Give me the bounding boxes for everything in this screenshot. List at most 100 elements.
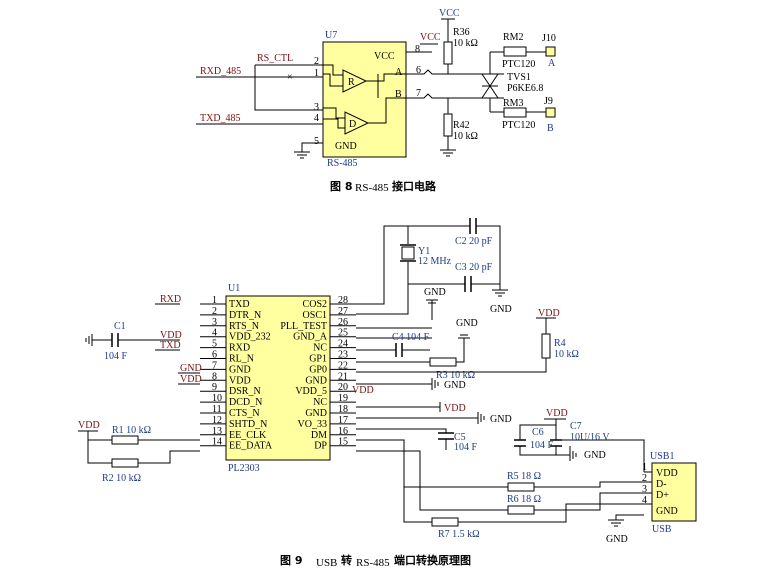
pl2303-right-pin-name: DP bbox=[314, 441, 327, 452]
r36-value: 10 kΩ bbox=[453, 38, 478, 49]
pl2303-chip-body bbox=[225, 295, 331, 461]
pl2303-left-pin-name: DCD_N bbox=[229, 397, 262, 408]
gnd-crystal: GND bbox=[490, 304, 512, 315]
fig9-caption-a: USB bbox=[316, 557, 337, 569]
pl2303-right-pin-number: 16 bbox=[338, 426, 348, 437]
pl2303-right-pin-name: OSC1 bbox=[303, 310, 327, 321]
pl2303-right-pin-number: 17 bbox=[338, 415, 348, 426]
c1-ref: C1 bbox=[114, 321, 126, 332]
pl2303-left-pin-number: 2 bbox=[212, 306, 217, 317]
pl2303-left-pin-name: RTS_N bbox=[229, 321, 259, 332]
pl2303-right-pin-number: 26 bbox=[338, 317, 348, 328]
ptc-rm3 bbox=[503, 107, 527, 118]
pl2303-right-pin-number: 25 bbox=[338, 328, 348, 339]
pl2303-right-pin-number: 22 bbox=[338, 360, 348, 371]
u7-pin-4: 4 bbox=[314, 113, 319, 124]
c6-ref: C6 bbox=[532, 427, 544, 438]
c5-ref: C5 bbox=[454, 432, 466, 443]
gnd-pin18: GND bbox=[490, 414, 512, 425]
rm2-value: PTC120 bbox=[502, 59, 535, 70]
pl2303-left-pin-name: EE_CLK bbox=[229, 430, 267, 441]
pl2303-right-pin-name: PLL_TEST bbox=[280, 321, 327, 332]
fig9-caption-mid: 转 bbox=[341, 553, 352, 567]
net-vcc-pin8: VCC bbox=[420, 32, 441, 43]
pl2303-left-pin-number: 1 bbox=[212, 295, 217, 306]
driver-gate bbox=[344, 111, 370, 135]
pl2303-right-pin-name: NC bbox=[313, 397, 327, 408]
y1-ref: Y1 bbox=[418, 246, 430, 257]
resistor-r2 bbox=[111, 458, 139, 468]
pl2303-left-pin-number: 5 bbox=[212, 339, 217, 350]
pl2303-left-pin-name: SHTD_N bbox=[229, 419, 267, 430]
tvs-value: P6KE6.8 bbox=[507, 83, 543, 94]
figure-8: U7 RS-485 VCC GND R D A B 2 1 3 4 5 8 6 … bbox=[196, 8, 556, 194]
tvs-diode bbox=[481, 73, 499, 87]
net-rxd: RXD bbox=[160, 294, 181, 305]
gate-r-label: R bbox=[348, 77, 355, 88]
rm3-value: PTC120 bbox=[502, 120, 535, 131]
gnd-r3: GND bbox=[456, 318, 478, 329]
gnd-c7: GND bbox=[584, 450, 606, 461]
capacitor-c5 bbox=[438, 432, 454, 440]
resistor-r1 bbox=[111, 435, 139, 445]
rm2-ref: RM2 bbox=[503, 32, 524, 43]
net-rxd-485: RXD_485 bbox=[200, 66, 241, 77]
pl2303-left-pin-number: 8 bbox=[212, 371, 217, 382]
pl2303-left-pin-name: GND bbox=[229, 364, 251, 375]
u7-pin-1: 1 bbox=[314, 68, 319, 79]
fig8-caption-suffix: 接口电路 bbox=[392, 179, 437, 193]
u7-pin-8: 8 bbox=[415, 44, 420, 55]
usb-pin-4: 4 bbox=[642, 495, 647, 506]
pl2303-right-pin-number: 23 bbox=[338, 350, 348, 361]
net-vdd-pin20: VDD bbox=[352, 385, 374, 396]
pl2303-right-pin-number: 28 bbox=[338, 295, 348, 306]
pl2303-right-pin-name: DM bbox=[311, 430, 327, 441]
pl2303-left-pin-name: RXD bbox=[229, 343, 250, 354]
pl2303-left-pin-number: 12 bbox=[212, 415, 222, 426]
resistor-r3 bbox=[429, 357, 457, 367]
u7-pin-5: 5 bbox=[314, 136, 319, 147]
j10-pin: A bbox=[548, 58, 556, 69]
usb-part: USB bbox=[652, 524, 672, 535]
pl2303-right-pin-number: 19 bbox=[338, 393, 348, 404]
u1-part: PL2303 bbox=[228, 463, 260, 474]
connector-j10 bbox=[545, 46, 556, 57]
r36-ref: R36 bbox=[453, 27, 470, 38]
u7-vcc-label: VCC bbox=[374, 51, 395, 62]
pl2303-left-pin-name: VDD bbox=[229, 375, 251, 386]
capacitor-c6 bbox=[514, 439, 526, 447]
pl2303-right-pin-number: 20 bbox=[338, 382, 348, 393]
ptc-rm2 bbox=[503, 46, 527, 57]
fig9-caption-b: RS-485 bbox=[356, 557, 390, 569]
j9-pin: B bbox=[547, 123, 554, 134]
pl2303-right-pin-name: NC bbox=[313, 343, 327, 354]
net-vdd-c7: VDD bbox=[546, 408, 568, 419]
usb-dm-label: D- bbox=[656, 479, 667, 490]
resistor-r42 bbox=[443, 113, 453, 137]
pl2303-left-pin-number: 4 bbox=[212, 328, 217, 339]
pl2303-left-pin-name: CTS_N bbox=[229, 408, 260, 419]
gnd-osc: GND bbox=[424, 287, 446, 298]
r42-ref: R42 bbox=[453, 120, 470, 131]
resistor-r36 bbox=[443, 41, 453, 65]
pl2303-left-pin-number: 9 bbox=[212, 382, 217, 393]
u1-ref: U1 bbox=[228, 283, 240, 294]
tvs-ref: TVS1 bbox=[507, 72, 531, 83]
c5-value: 104 F bbox=[454, 442, 478, 453]
usb-pin-2: 2 bbox=[642, 473, 647, 484]
pl2303-left-pin-number: 3 bbox=[212, 317, 217, 328]
resistor-r4 bbox=[541, 333, 551, 359]
u7-pin-3: 3 bbox=[314, 102, 319, 113]
pl2303-left-pin-number: 13 bbox=[212, 426, 222, 437]
capacitor-c4 bbox=[395, 343, 403, 357]
pl2303-right-pin-number: 15 bbox=[338, 437, 348, 448]
c6-value: 104 F bbox=[530, 440, 554, 451]
u7-pin-7: 7 bbox=[416, 88, 421, 99]
c4-label: C4 104 F bbox=[392, 332, 430, 343]
usb-pin-1: 1 bbox=[642, 462, 647, 473]
pl2303-right-pin-number: 21 bbox=[338, 371, 348, 382]
usb-vdd-label: VDD bbox=[656, 468, 678, 479]
